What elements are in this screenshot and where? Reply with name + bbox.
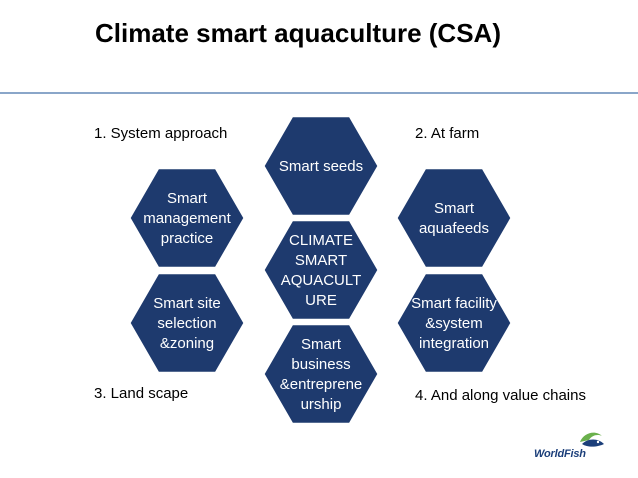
hexagon-climate-smart-center-label-line: URE (305, 292, 337, 309)
title-divider (0, 92, 638, 94)
hexagon-smart-site-selection-label-line: selection (157, 315, 216, 332)
hexagon-smart-seeds-shape (261, 114, 381, 218)
hexagon-climate-smart-center-shape (261, 218, 381, 322)
hexagon-smart-business-label-line: Smart (301, 336, 342, 353)
hexagon-smart-facility-shape (394, 271, 514, 375)
corner-label-value-chains: 4. And along value chains (415, 387, 586, 404)
hexagon-smart-management: Smart management practice (127, 166, 247, 270)
hexagon-smart-facility-label-line: Smart facility (411, 295, 497, 312)
hexagon-climate-smart-center-label-line: AQUACULT (281, 272, 362, 289)
hexagon-smart-seeds: Smart seeds (261, 114, 381, 218)
hexagon-climate-smart-center-label-line: CLIMATE (289, 232, 353, 249)
hexagon-smart-aquafeeds: Smart aquafeeds (394, 166, 514, 270)
hexagon-smart-site-selection-label-line: &zoning (160, 335, 214, 352)
hexagon-smart-site-selection-label-line: Smart site (153, 295, 221, 312)
corner-label-system-approach: 1. System approach (94, 125, 228, 142)
corner-label-at-farm: 2. At farm (415, 125, 480, 142)
hexagon-smart-business-label-line: urship (301, 396, 342, 413)
slide-title: Climate smart aquaculture (CSA) (95, 18, 501, 48)
hexagon-smart-business: Smart business&entreprene urship (261, 322, 381, 426)
hexagon-climate-smart-center-label-line: SMART (295, 252, 347, 269)
hexagon-smart-seeds-label-line: Smart seeds (279, 158, 363, 175)
hexagon-smart-management-label-line: management (143, 210, 231, 227)
hexagon-smart-management-shape (127, 166, 247, 270)
hexagon-smart-site-selection-shape (127, 271, 247, 375)
hexagon-smart-management-label-line: practice (161, 230, 214, 247)
worldfish-logo-text: WorldFish (534, 448, 586, 460)
hexagon-smart-facility-label-line: &system (425, 315, 483, 332)
hexagon-smart-aquafeeds-label-line: aquafeeds (419, 220, 489, 237)
hexagon-smart-business-shape (261, 322, 381, 426)
fish-logo-icon (580, 432, 604, 447)
hexagon-smart-management-label-line: Smart (167, 190, 208, 207)
corner-label-land-scape: 3. Land scape (94, 385, 189, 402)
hexagon-smart-aquafeeds-shape (394, 166, 514, 270)
hexagon-smart-site-selection: Smart site selection&zoning (127, 271, 247, 375)
hexagon-smart-aquafeeds-label-line: Smart (434, 200, 475, 217)
hexagon-smart-business-label-line: business (291, 356, 350, 373)
hexagon-climate-smart-center: CLIMATE SMART AQUACULT URE (261, 218, 381, 322)
hexagon-smart-business-label-line: &entreprene (280, 376, 363, 393)
worldfish-logo: WorldFish (534, 428, 606, 464)
hexagon-smart-facility: Smart facility&system integration (394, 271, 514, 375)
hexagon-smart-facility-label-line: integration (419, 335, 489, 352)
